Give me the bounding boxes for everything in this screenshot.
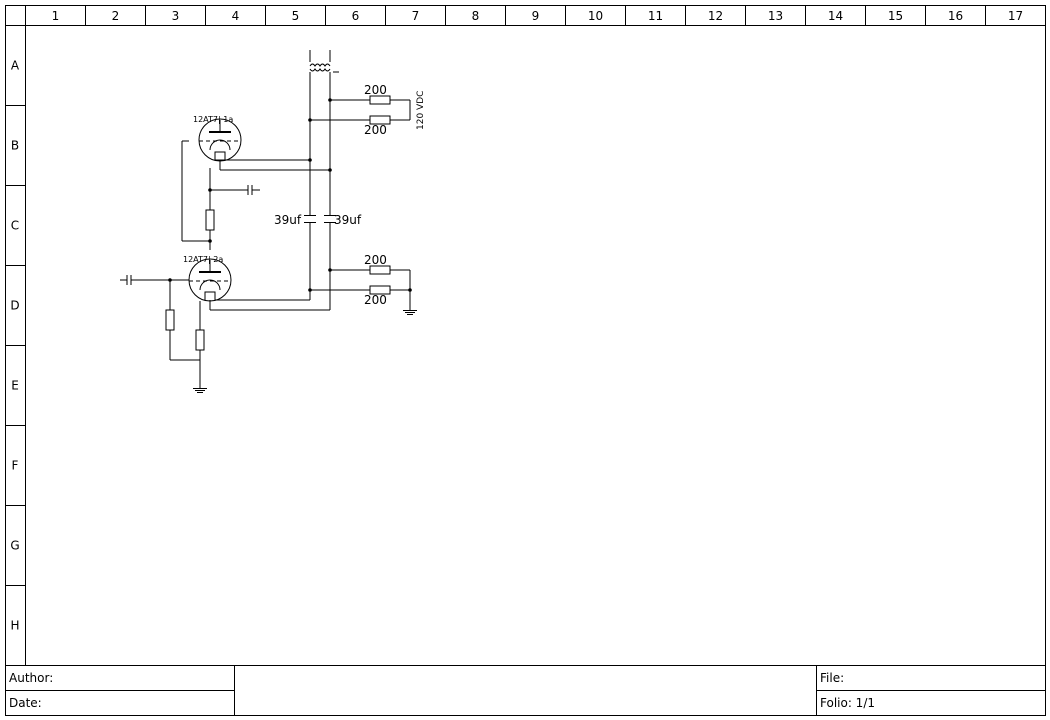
file-label: File: [820,671,844,685]
column-header-8: 8 [472,9,480,23]
vacuum-tube-icon [188,258,232,302]
column-header-4: 4 [232,9,240,23]
capacitor-value-label: 39uf [274,213,302,227]
resistor-value-label: 200 [364,123,387,137]
column-header-17: 17 [1008,9,1023,23]
row-header-B: B [11,139,19,153]
supply-voltage-label: 120 VDC [416,91,426,130]
transformer-icon [309,50,339,73]
resistor-icon [205,209,215,231]
column-header-10: 10 [588,9,603,23]
ground-icon [403,310,417,315]
sheet-border [5,5,1046,716]
folio-label: Folio: 1/1 [820,696,875,710]
row-header-H: H [10,619,19,633]
junction-dot [408,288,412,292]
resistor-value-label: 200 [364,83,387,97]
vacuum-tube-icon [198,118,242,162]
junction-dot [308,288,312,292]
filter-capacitor-icon [304,215,316,223]
ground-icon [193,388,207,393]
resistor-value-label: 200 [364,253,387,267]
column-header-12: 12 [708,9,723,23]
row-header-E: E [11,379,19,393]
column-header-3: 3 [172,9,180,23]
resistor-icon [369,95,391,105]
capacitor-value-label: 39uf [334,213,362,227]
column-header-5: 5 [292,9,300,23]
column-header-16: 16 [948,9,963,23]
junction-dot [308,118,312,122]
row-header-G: G [10,539,19,553]
junction-dot [328,268,332,272]
coupling-capacitor-icon [247,185,260,195]
row-header-C: C [11,219,19,233]
junction-dot [168,278,172,282]
junction-dot [328,98,332,102]
column-header-11: 11 [648,9,663,23]
circuit: 39uf 39uf 200 200 120 VDC 200 200 [120,50,426,393]
column-header-9: 9 [532,9,540,23]
title-block: Author: Date: File: Folio: 1/1 [5,665,1046,716]
row-header-D: D [10,299,19,313]
column-header-14: 14 [828,9,843,23]
junction-dot [308,158,312,162]
tube-label: 12AT7| 2a [183,255,223,264]
row-header-A: A [11,59,20,73]
column-header-15: 15 [888,9,903,23]
resistor-icon [165,309,175,331]
column-header-2: 2 [112,9,120,23]
junction-dot [328,168,332,172]
column-header-7: 7 [412,9,420,23]
column-header-13: 13 [768,9,783,23]
resistor-icon [369,265,391,275]
junction-dot [208,239,212,243]
date-label: Date: [9,696,42,710]
filter-capacitor-icon [324,215,336,223]
row-header-F: F [12,459,19,473]
column-header-6: 6 [352,9,360,23]
author-label: Author: [9,671,53,685]
resistor-value-label: 200 [364,293,387,307]
row-headers: A B C D E F G H [5,59,26,633]
input-capacitor-icon [126,275,132,285]
column-header-1: 1 [52,9,60,23]
junction-dot [208,188,212,192]
resistor-icon [195,329,205,351]
tube-label: 12AT7| 1a [193,115,233,124]
